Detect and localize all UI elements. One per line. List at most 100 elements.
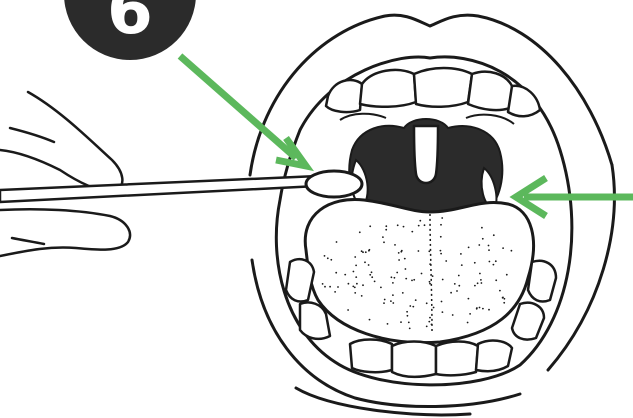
tongue-dot bbox=[499, 290, 501, 292]
tongue-dot bbox=[408, 322, 410, 324]
tongue bbox=[305, 199, 533, 342]
tongue-dot bbox=[476, 307, 478, 309]
tongue-dot bbox=[432, 275, 434, 277]
tongue-dot bbox=[502, 297, 504, 299]
tongue-dot bbox=[428, 250, 430, 252]
tongue-dot bbox=[469, 313, 471, 315]
tongue-dot bbox=[429, 283, 431, 285]
tongue-dot bbox=[390, 300, 392, 302]
tongue-dot bbox=[404, 258, 406, 260]
tongue-dot bbox=[482, 308, 484, 310]
tongue-dot bbox=[479, 307, 481, 309]
tongue-dot bbox=[361, 250, 363, 252]
tongue-dot bbox=[440, 250, 442, 252]
tongue-dot bbox=[506, 274, 508, 276]
upper-tooth bbox=[326, 80, 362, 112]
tongue-dot bbox=[474, 285, 476, 287]
tongue-dot bbox=[419, 220, 421, 222]
tongue-dot bbox=[356, 283, 358, 285]
tongue-dot bbox=[369, 319, 371, 321]
swab-cotton-tip bbox=[306, 171, 362, 197]
tongue-dot bbox=[371, 271, 373, 273]
tongue-dot bbox=[458, 285, 460, 287]
tongue-dot bbox=[440, 224, 442, 226]
tongue-dot bbox=[456, 290, 458, 292]
tongue-dot bbox=[364, 261, 366, 263]
upper-tooth bbox=[468, 72, 512, 110]
tongue-dot bbox=[411, 231, 413, 233]
tongue-dot bbox=[442, 311, 444, 313]
tongue-dot bbox=[368, 264, 370, 266]
step-number: 6 bbox=[64, 0, 196, 44]
tongue-dot bbox=[400, 321, 402, 323]
upper-tooth bbox=[508, 86, 540, 116]
tongue-dot bbox=[368, 250, 370, 252]
tongue-dot bbox=[477, 282, 479, 284]
tongue-dot bbox=[450, 292, 452, 294]
tongue-dot bbox=[383, 302, 385, 304]
upper-tooth bbox=[414, 68, 472, 107]
tongue-dot bbox=[369, 225, 371, 227]
tongue-dot bbox=[488, 249, 490, 251]
tongue-dot bbox=[460, 253, 462, 255]
lower-molar-left bbox=[286, 259, 314, 301]
tongue-dot bbox=[374, 281, 376, 283]
tongue-dot bbox=[493, 234, 495, 236]
tongue-dot bbox=[495, 279, 497, 281]
tongue-dot bbox=[352, 286, 354, 288]
tongue-dot bbox=[412, 306, 414, 308]
tongue-dot bbox=[424, 224, 426, 226]
tongue-dot bbox=[445, 260, 447, 262]
tongue-dot bbox=[461, 264, 463, 266]
tongue-dot bbox=[324, 255, 326, 257]
tongue-dot bbox=[394, 244, 396, 246]
tongue-dot bbox=[355, 276, 357, 278]
lower-tooth bbox=[436, 342, 478, 376]
tongue-dot bbox=[482, 238, 484, 240]
tongue-dot bbox=[409, 328, 411, 330]
lower-molar-right bbox=[528, 261, 556, 302]
lower-tooth bbox=[350, 340, 392, 373]
tongue-dot bbox=[392, 302, 394, 304]
tongue-dot bbox=[336, 241, 338, 243]
tongue-dot bbox=[478, 244, 480, 246]
tongue-dot bbox=[369, 274, 371, 276]
tongue-dot bbox=[396, 272, 398, 274]
tongue-dot bbox=[329, 286, 331, 288]
tongue-dot bbox=[337, 286, 339, 288]
tongue-dot bbox=[493, 264, 495, 266]
tongue-dot bbox=[334, 291, 336, 293]
tongue-dot bbox=[365, 251, 367, 253]
tongue-dot bbox=[380, 287, 382, 289]
tongue-dot bbox=[418, 225, 420, 227]
tongue-dot bbox=[488, 309, 490, 311]
tongue-dot bbox=[391, 276, 393, 278]
tongue-dot bbox=[429, 263, 431, 265]
tongue-dot bbox=[415, 299, 417, 301]
tongue-dot bbox=[440, 236, 442, 238]
lower-tooth bbox=[476, 341, 512, 372]
tongue-dot bbox=[441, 301, 443, 303]
tongue-dot bbox=[405, 268, 407, 270]
tongue-dot bbox=[429, 281, 431, 283]
swab-stick bbox=[0, 176, 318, 202]
tongue-dot bbox=[397, 224, 399, 226]
tongue-dot bbox=[479, 273, 481, 275]
tongue-dot bbox=[403, 226, 405, 228]
tongue-dot bbox=[488, 245, 490, 247]
tongue-dot bbox=[359, 231, 361, 233]
tongue-dot bbox=[382, 236, 384, 238]
tongue-dot bbox=[387, 323, 389, 325]
tongue-dot bbox=[348, 283, 350, 285]
tongue-dot bbox=[347, 309, 349, 311]
tongue-dot bbox=[418, 250, 420, 252]
tongue-dot bbox=[441, 217, 443, 219]
tongue-dot bbox=[385, 225, 387, 227]
index-finger bbox=[0, 92, 122, 191]
tongue-dot bbox=[398, 252, 400, 254]
tongue-dot bbox=[481, 227, 483, 229]
tongue-dot bbox=[431, 324, 433, 326]
tongue-dot bbox=[428, 321, 430, 323]
